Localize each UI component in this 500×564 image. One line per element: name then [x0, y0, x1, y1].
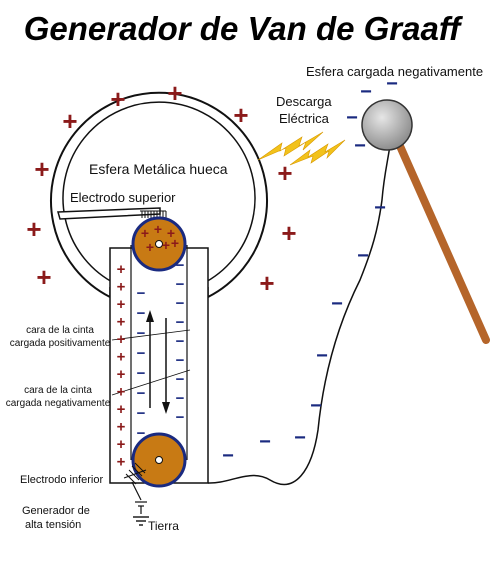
minus-charge-sign: −	[259, 431, 271, 453]
plus-charge-sign: +	[36, 262, 51, 292]
belt-down-arrow	[162, 318, 170, 414]
plus-charge-sign: +	[110, 84, 125, 114]
minus-charge-sign: −	[176, 295, 185, 312]
label-hv-generator-1: Generador de	[22, 505, 90, 517]
plus-charge-sign: +	[117, 314, 126, 331]
label-negative-face-1: cara de la cinta	[24, 385, 92, 396]
minus-charge-sign: −	[176, 276, 185, 293]
plus-charge-sign: +	[117, 384, 126, 401]
plus-charge-sign: +	[117, 419, 126, 436]
minus-charge-sign: −	[137, 425, 146, 442]
label-discharge-1: Descarga	[276, 94, 332, 109]
discharge-spark-icon	[257, 131, 346, 166]
high-voltage-generator	[131, 481, 147, 514]
minus-charge-sign: −	[137, 345, 146, 362]
plus-charge-sign: +	[154, 221, 162, 237]
hollow-sphere	[50, 91, 268, 298]
label-negative-sphere: Esfera cargada negativamente	[306, 64, 483, 79]
positive-charges: ++++++++++++++++++++++++++++	[26, 78, 296, 471]
plus-charge-sign: +	[171, 235, 179, 251]
plus-charge-sign: +	[281, 218, 296, 248]
minus-charge-sign: −	[137, 405, 146, 422]
minus-charge-sign: −	[360, 81, 372, 103]
belt-up-arrow	[146, 310, 154, 408]
label-ground: Tierra	[148, 519, 179, 533]
plus-charge-sign: +	[117, 454, 126, 471]
minus-charge-sign: −	[222, 445, 234, 467]
plus-charge-sign: +	[233, 100, 248, 130]
minus-charge-sign: −	[386, 73, 398, 95]
plus-charge-sign: +	[167, 78, 182, 108]
plus-charge-sign: +	[141, 225, 149, 241]
plus-charge-sign: +	[117, 401, 126, 418]
plus-charge-sign: +	[162, 237, 170, 253]
minus-charge-sign: −	[176, 409, 185, 426]
plus-charge-sign: +	[117, 279, 126, 296]
connecting-wire	[207, 144, 391, 486]
minus-charge-sign: −	[137, 385, 146, 402]
diagram-title: Generador de Van de Graaff	[24, 10, 463, 47]
minus-charge-sign: −	[176, 314, 185, 331]
minus-charge-sign: −	[176, 390, 185, 407]
minus-charge-sign: −	[137, 285, 146, 302]
negative-sphere	[361, 99, 413, 151]
hollow-sphere-inner	[62, 101, 256, 285]
leader-negative-face	[111, 369, 191, 396]
label-lower-electrode: Electrodo inferior	[20, 474, 103, 486]
label-positive-face-1: cara de la cinta	[26, 325, 94, 336]
plus-charge-sign: +	[117, 261, 126, 278]
minus-charge-sign: −	[137, 365, 146, 382]
plus-charge-sign: +	[62, 106, 77, 136]
plus-charge-sign: +	[117, 296, 126, 313]
plus-charge-sign: +	[259, 268, 274, 298]
plus-charge-sign: +	[146, 239, 154, 255]
minus-charge-sign: −	[137, 305, 146, 322]
minus-charge-sign: −	[294, 427, 306, 449]
label-positive-face-2: cargada positivamente	[10, 338, 111, 349]
minus-charge-sign: −	[316, 345, 328, 367]
minus-charge-sign: −	[137, 325, 146, 342]
leader-positive-face	[111, 329, 191, 341]
label-hollow-sphere: Esfera Metálica hueca	[89, 161, 228, 177]
label-discharge-2: Eléctrica	[279, 111, 330, 126]
plus-charge-sign: +	[117, 349, 126, 366]
plus-charge-sign: +	[117, 436, 126, 453]
minus-charge-sign: −	[176, 257, 185, 274]
minus-charge-sign: −	[374, 197, 386, 219]
minus-charge-sign: −	[331, 293, 343, 315]
plus-charge-sign: +	[277, 158, 292, 188]
minus-charge-sign: −	[176, 333, 185, 350]
ground-symbol	[133, 516, 149, 526]
plus-charge-sign: +	[167, 225, 175, 241]
plus-charge-sign: +	[117, 331, 126, 348]
plus-charge-sign: +	[34, 154, 49, 184]
lower-electrode	[123, 462, 147, 485]
minus-charge-sign: −	[310, 395, 322, 417]
minus-charge-sign: −	[176, 371, 185, 388]
minus-charge-sign: −	[357, 245, 369, 267]
minus-charge-sign: −	[346, 107, 358, 129]
label-negative-face-2: cargada negativamente	[6, 398, 111, 409]
negative-charges: −−−−−−−−−−−−−−−−−−−−−−−−−−−−−	[137, 73, 398, 467]
minus-charge-sign: −	[354, 135, 366, 157]
plus-charge-sign: +	[117, 366, 126, 383]
label-hv-generator-2: alta tensión	[25, 519, 81, 531]
minus-charge-sign: −	[176, 352, 185, 369]
plus-charge-sign: +	[26, 214, 41, 244]
insulating-rod	[388, 124, 490, 344]
label-upper-electrode: Electrodo superior	[70, 190, 176, 205]
